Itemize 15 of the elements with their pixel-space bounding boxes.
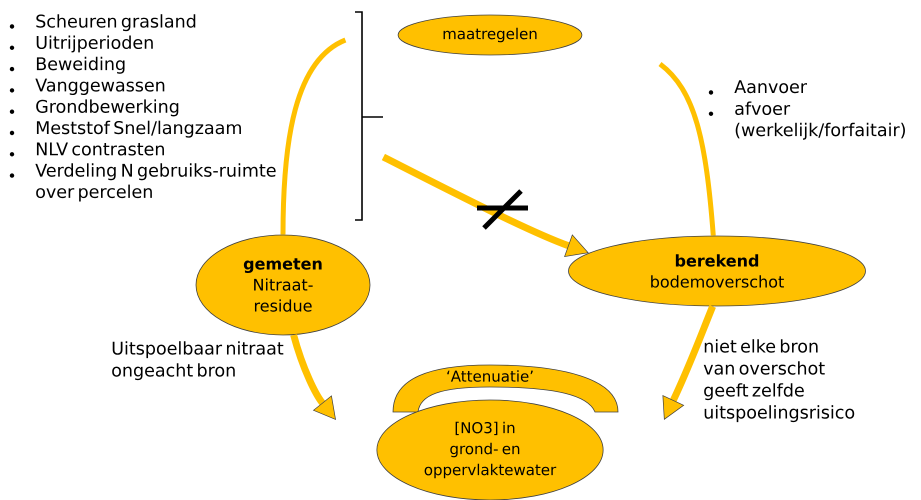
edge-label: niet elke bron van overschot geeft zelfde uitspoelingsrisico [704, 339, 854, 422]
bullet-item: Aanvoer [734, 80, 808, 94]
bullet-item: afvoer (werkelijk/forfaitair) [735, 102, 905, 140]
node-label: Grondbewerking [36, 99, 178, 116]
node-label: Vanggewassen [35, 78, 164, 96]
arc-band: ‘Attenuatie’ [392, 364, 618, 412]
node-label: Verdeling N gebruiks-ruimte over percelen [35, 163, 276, 202]
node-label: Scheuren grasland [36, 14, 196, 32]
node-label: Beweiding [36, 56, 125, 74]
node-label: Meststof Snel/langzaam [36, 120, 241, 138]
arrow [290, 334, 336, 420]
bullet-list: Scheuren grasland Uitrijperioden Beweiding Vanggewassen Grondbewerking Meststof Snel/langzaam NLV contrasten Verdeling N gebruiks-ruimte over percelen [35, 14, 276, 202]
node-label: NLV contrasten [36, 142, 164, 156]
edge-label: Uitspoelbaar nitraat ongeacht bron [112, 341, 284, 380]
node-label: Uitrijperioden [36, 35, 153, 52]
